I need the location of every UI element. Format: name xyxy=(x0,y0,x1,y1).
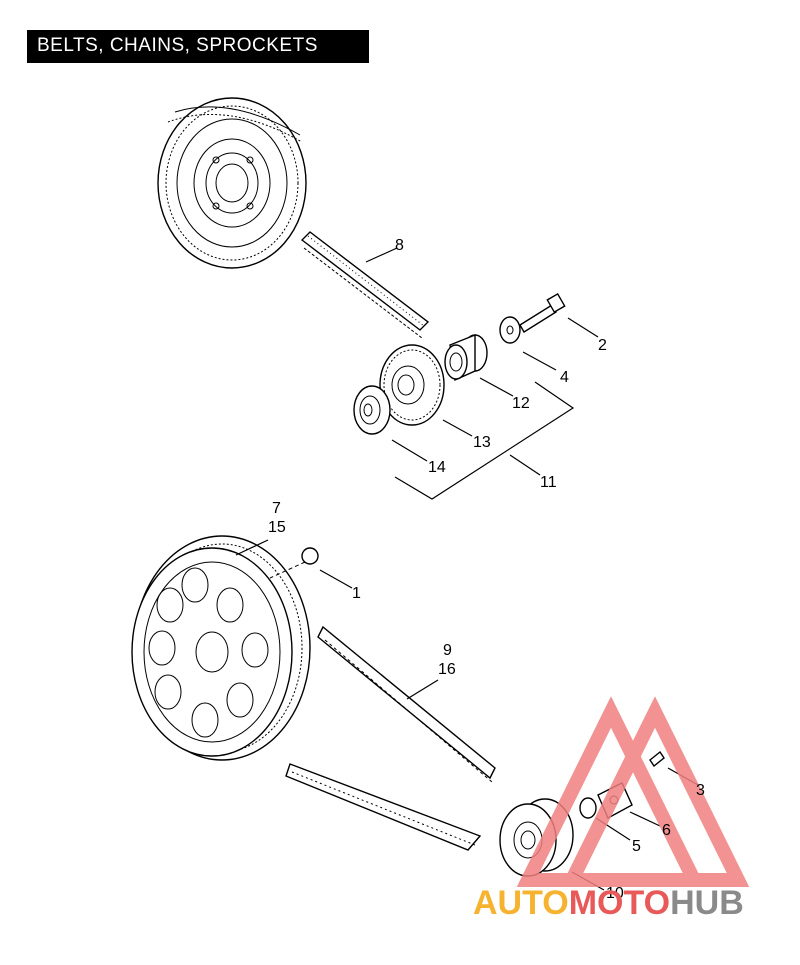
diagram-title: BELTS, CHAINS, SPROCKETS xyxy=(37,35,318,56)
clutch-sprocket-drawing xyxy=(157,97,307,269)
callout-2: 2 xyxy=(598,337,607,354)
leader-13 xyxy=(442,419,473,437)
watermark-auto: AUTO xyxy=(473,884,569,922)
callout-12: 12 xyxy=(512,395,530,412)
callout-11: 11 xyxy=(540,474,557,491)
drive-belt-drawing xyxy=(285,625,496,851)
watermark-text: AUTOMOTOHUB xyxy=(473,884,744,922)
rear-sprocket-drawing xyxy=(131,535,311,761)
washer-4-drawing xyxy=(499,316,521,344)
callout-14: 14 xyxy=(428,459,446,476)
leader-2 xyxy=(567,317,599,338)
leader-6 xyxy=(629,811,661,827)
bolt-2-drawing xyxy=(519,292,566,333)
compensator-sprocket-13-drawing xyxy=(379,344,445,426)
callout-16: 16 xyxy=(438,661,456,678)
leader-1 xyxy=(319,569,353,589)
callout-1: 1 xyxy=(352,585,361,602)
nut-5-drawing xyxy=(579,797,597,819)
leader-4 xyxy=(522,351,557,371)
watermark-moto: MOTO xyxy=(569,884,670,922)
callout-4: 4 xyxy=(560,369,569,386)
callout-3: 3 xyxy=(696,782,705,799)
callout-15: 15 xyxy=(268,519,286,536)
callout-8: 8 xyxy=(395,237,404,254)
watermark-logo xyxy=(516,696,750,887)
title-banner: BELTS, CHAINS, SPROCKETS xyxy=(27,30,369,63)
leader-11 xyxy=(509,454,541,476)
leader-9-16 xyxy=(406,679,439,700)
screw-3-drawing xyxy=(649,750,665,768)
leader-8 xyxy=(365,247,398,263)
leader-7-15 xyxy=(235,539,269,556)
callout-13: 13 xyxy=(473,434,491,451)
callout-6: 6 xyxy=(662,822,671,839)
spline-hub-12-drawing xyxy=(444,333,488,382)
callout-7: 7 xyxy=(272,500,281,517)
leader-14 xyxy=(391,439,428,462)
watermark-hub: HUB xyxy=(670,884,744,922)
callout-9: 9 xyxy=(443,642,452,659)
leader-12 xyxy=(479,377,514,397)
callout-10: 10 xyxy=(606,885,624,902)
cover-nut-14-drawing xyxy=(353,385,391,435)
bracket-11 xyxy=(394,381,575,500)
bolt-1-drawing xyxy=(269,547,319,579)
callout-5: 5 xyxy=(632,838,641,855)
primary-chain-drawing xyxy=(300,231,430,339)
